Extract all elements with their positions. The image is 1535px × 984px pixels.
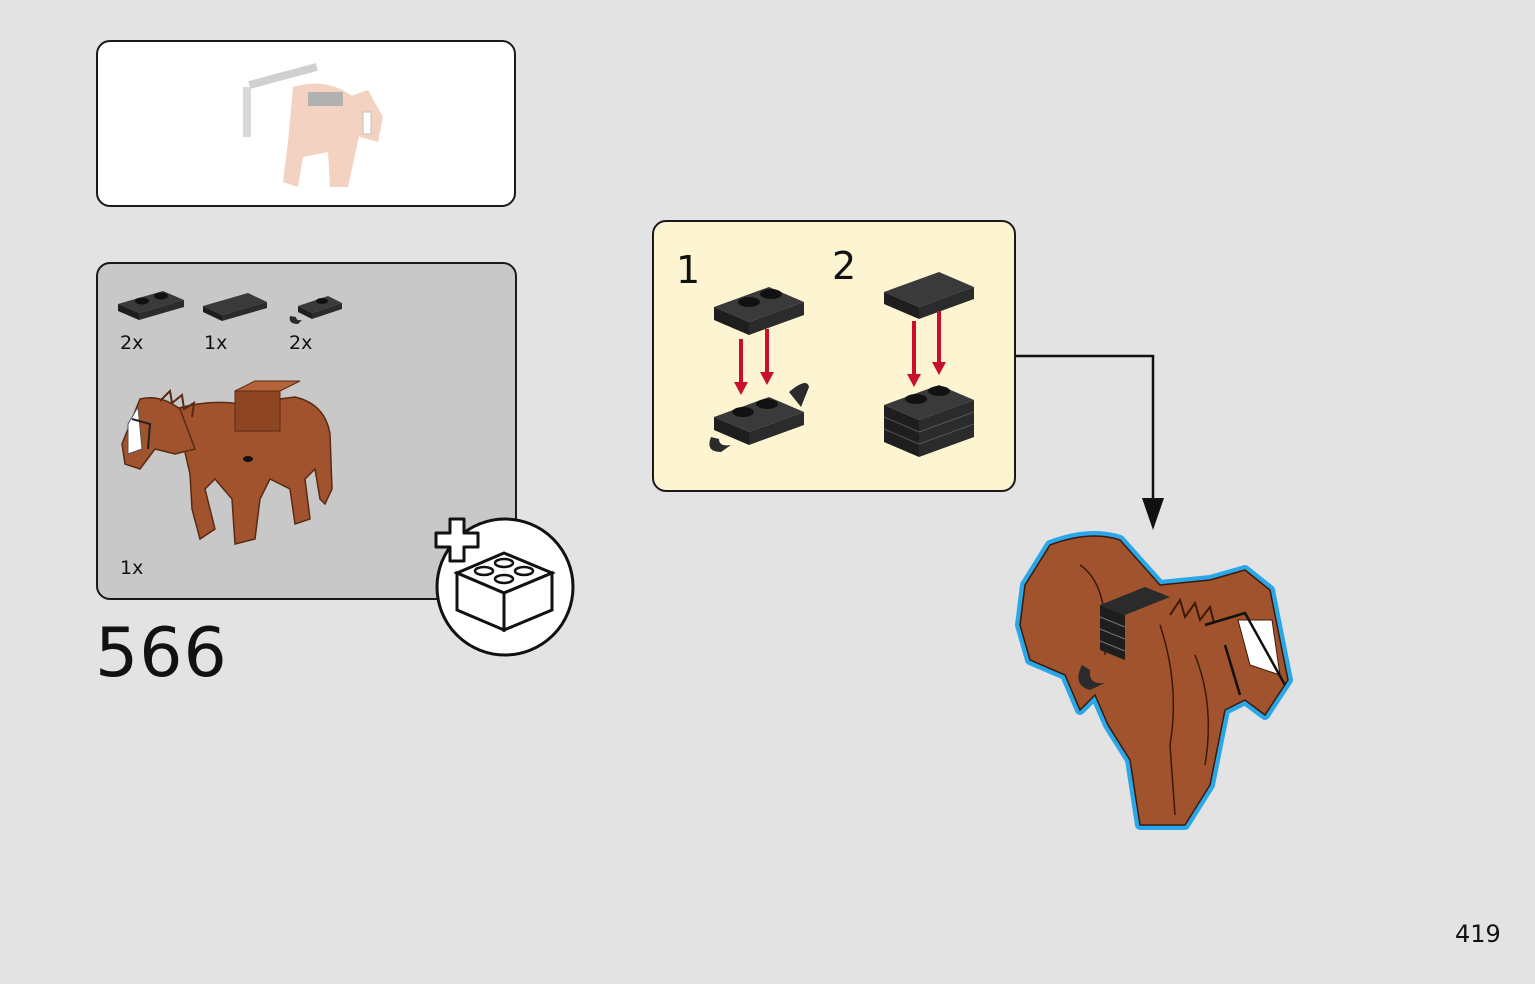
add-brick-icon bbox=[434, 517, 575, 657]
horse-part-image bbox=[121, 380, 333, 545]
part-quantity: 1x bbox=[120, 557, 144, 579]
previous-model-image bbox=[243, 63, 383, 187]
assembled-horse-model bbox=[1015, 531, 1293, 830]
substep-label: 2 bbox=[832, 244, 857, 288]
part-quantity: 1x bbox=[204, 332, 228, 354]
substep-1-illustration bbox=[709, 287, 809, 452]
part-quantity: 2x bbox=[120, 332, 144, 354]
plate-clip-part-image bbox=[289, 296, 342, 324]
part-quantity: 2x bbox=[289, 332, 313, 354]
page-number: 419 bbox=[1455, 920, 1501, 948]
substep-label: 1 bbox=[676, 248, 701, 292]
connector-arrow bbox=[1016, 354, 1164, 530]
plate-1x2-part-image bbox=[118, 291, 184, 320]
previous-model-preview bbox=[96, 40, 516, 207]
substep-2-illustration bbox=[883, 272, 975, 457]
tile-1x2-part-image bbox=[203, 293, 267, 321]
step-number: 566 bbox=[95, 614, 228, 693]
substep-panel: 1 2 bbox=[652, 220, 1016, 492]
